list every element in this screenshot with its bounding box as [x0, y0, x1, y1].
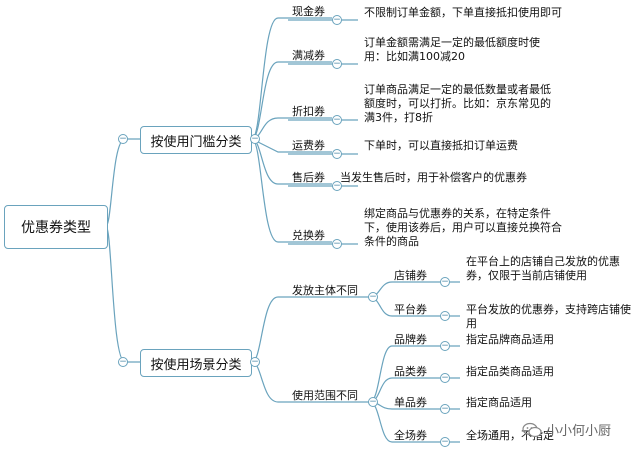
- collapse-toggle[interactable]: −: [440, 277, 450, 287]
- collapse-toggle[interactable]: −: [440, 373, 450, 383]
- collapse-toggle[interactable]: −: [368, 397, 378, 407]
- item-store-coupon[interactable]: 店铺券: [394, 269, 427, 282]
- item-description: 指定品牌商品适用: [466, 333, 554, 346]
- item-storewide-coupon[interactable]: 全场券: [394, 429, 427, 442]
- item-platform-coupon[interactable]: 平台券: [394, 303, 427, 316]
- collapse-toggle[interactable]: −: [440, 311, 450, 321]
- item-description: 订单商品满足一定的最低数量或者最低额度时，可以打折。比如：京东常见的满3件，打8…: [364, 83, 551, 124]
- item-description: 指定品类商品适用: [466, 365, 554, 378]
- collapse-toggle[interactable]: −: [440, 341, 450, 351]
- item-percent-coupon[interactable]: 折扣券: [292, 105, 325, 118]
- item-discount-threshold-coupon[interactable]: 满减券: [292, 49, 325, 62]
- item-description: 当发生售后时，用于补偿客户的优惠券: [340, 171, 527, 184]
- item-exchange-coupon[interactable]: 兑换券: [292, 229, 325, 242]
- item-brand-coupon[interactable]: 品牌券: [394, 333, 427, 346]
- branch-scenario[interactable]: 按使用场景分类: [140, 349, 252, 377]
- item-single-product-coupon[interactable]: 单品券: [394, 396, 427, 409]
- collapse-toggle[interactable]: −: [332, 239, 342, 249]
- item-category-coupon[interactable]: 品类券: [394, 365, 427, 378]
- collapse-toggle[interactable]: −: [332, 115, 342, 125]
- watermark-text: 小小何小厨: [546, 424, 612, 439]
- item-description: 订单金额需满足一定的最低额度时使用：比如满100减20: [364, 36, 540, 63]
- item-description: 指定商品适用: [466, 396, 532, 409]
- collapse-toggle[interactable]: −: [440, 404, 450, 414]
- wechat-icon: [522, 422, 542, 437]
- item-description: 在平台上的店铺自己发放的优惠券，仅限于当前店铺使用: [466, 255, 620, 282]
- branch-threshold[interactable]: 按使用门槛分类: [140, 126, 252, 154]
- group-issuer[interactable]: 发放主体不同: [292, 284, 358, 297]
- item-aftersale-coupon[interactable]: 售后券: [292, 171, 325, 184]
- collapse-toggle[interactable]: −: [250, 357, 260, 367]
- group-scope[interactable]: 使用范围不同: [292, 389, 358, 402]
- item-description: 下单时，可以直接抵扣订单运费: [364, 139, 518, 152]
- root-node[interactable]: 优惠券类型: [4, 205, 108, 249]
- collapse-toggle[interactable]: −: [440, 437, 450, 447]
- item-description: 不限制订单金额，下单直接抵扣使用即可: [364, 6, 562, 19]
- collapse-toggle[interactable]: −: [332, 181, 342, 191]
- collapse-toggle[interactable]: −: [332, 149, 342, 159]
- collapse-toggle[interactable]: −: [332, 15, 342, 25]
- collapse-toggle[interactable]: −: [368, 292, 378, 302]
- item-description: 平台发放的优惠券，支持跨店铺使用: [466, 303, 631, 330]
- collapse-toggle[interactable]: −: [118, 357, 128, 367]
- collapse-toggle[interactable]: −: [332, 59, 342, 69]
- item-description: 绑定商品与优惠券的关系，在特定条件下，使用该券后，用户可以直接兑换符合条件的商品: [364, 207, 562, 248]
- watermark: 小小何小厨: [522, 420, 611, 439]
- collapse-toggle[interactable]: −: [118, 134, 128, 144]
- item-cash-coupon[interactable]: 现金券: [292, 5, 325, 18]
- collapse-toggle[interactable]: −: [250, 134, 260, 144]
- item-shipping-coupon[interactable]: 运费券: [292, 139, 325, 152]
